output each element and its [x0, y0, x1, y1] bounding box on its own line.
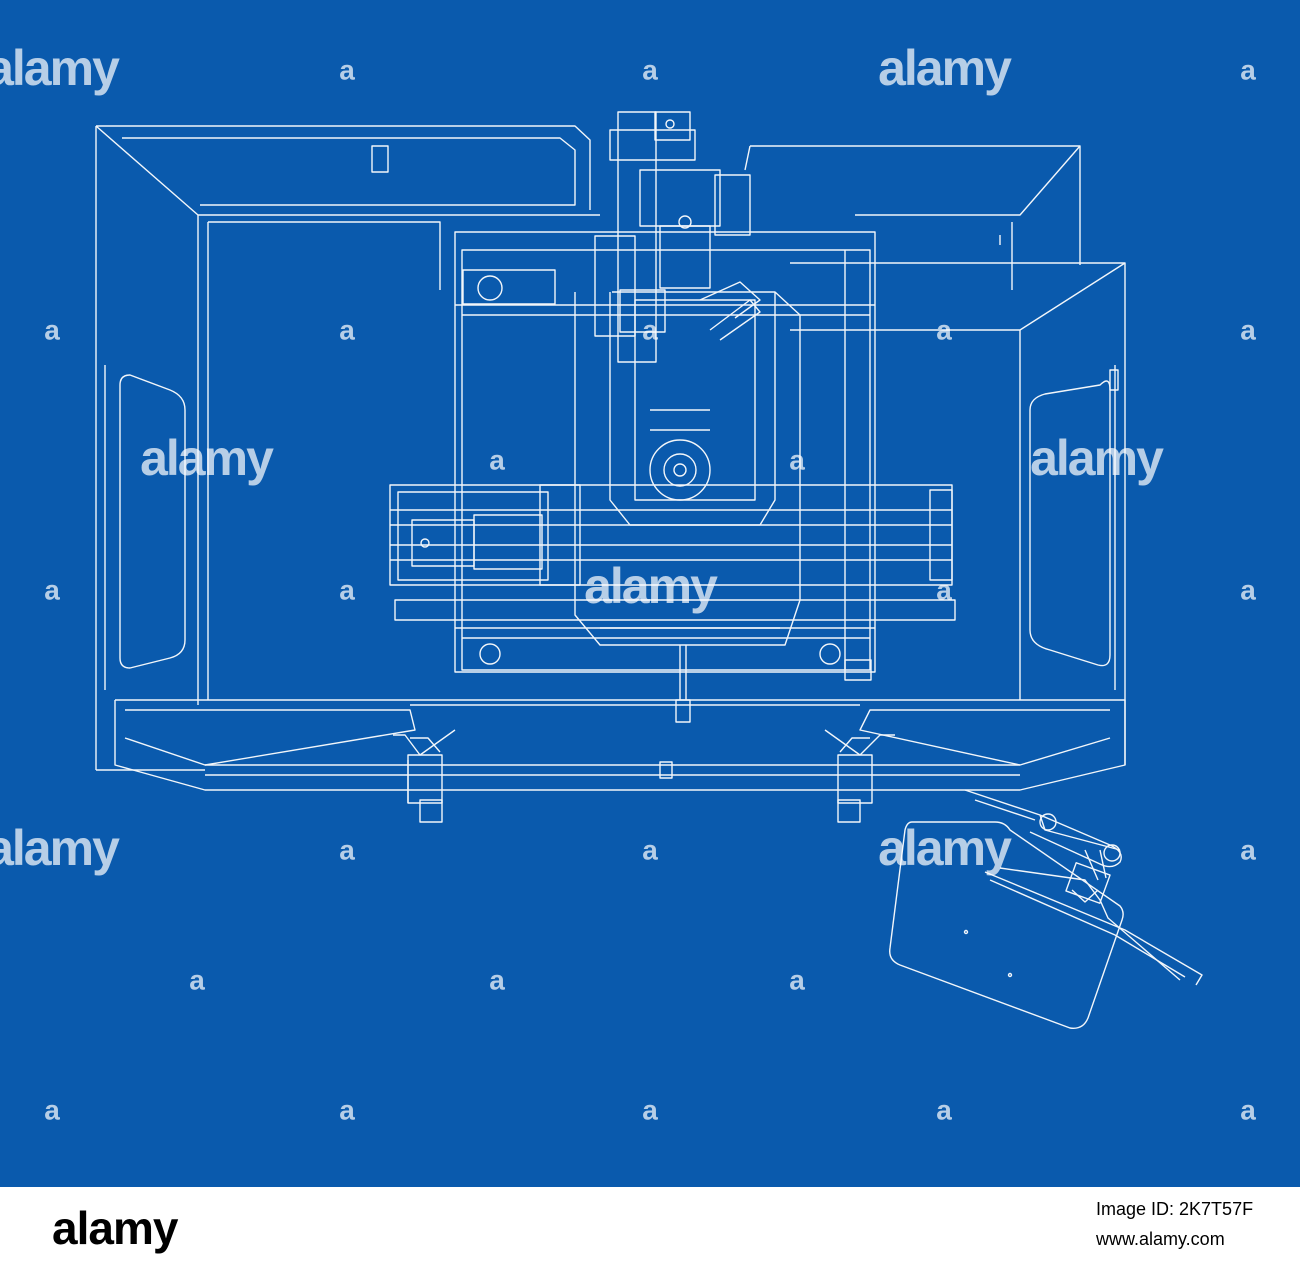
watermark-mark: a: [339, 54, 355, 85]
control-pendant: [889, 789, 1203, 1029]
blueprint-drawing: alamy alamy alamy alamy alamy alamy alamy a a a a a…: [0, 0, 1300, 1187]
watermark-mark: a: [642, 54, 658, 85]
watermark-brand: alamy: [140, 430, 274, 486]
footer-image-id: Image ID: 2K7T57F: [1096, 1199, 1254, 1219]
right-enclosure: [744, 145, 1126, 765]
watermark-brand: alamy: [0, 820, 120, 876]
watermark-mark: a: [1240, 1094, 1256, 1125]
watermark-brand: alamy: [584, 558, 718, 614]
watermark-mark: a: [189, 964, 205, 995]
spindle-head: [574, 111, 801, 723]
watermark-brand: alamy: [878, 820, 1012, 876]
left-leg: [393, 729, 456, 823]
watermark-layer: alamy alamy alamy alamy alamy alamy alamy a a a a a…: [0, 40, 1256, 1125]
watermark-mark: a: [339, 1094, 355, 1125]
worktable: [389, 484, 956, 629]
watermark-mark: a: [936, 574, 952, 605]
watermark-mark: a: [1240, 314, 1256, 345]
blueprint-background: [0, 0, 1300, 1187]
watermark-mark: a: [44, 314, 60, 345]
watermark-mark: a: [642, 1094, 658, 1125]
watermark-mark: a: [1240, 574, 1256, 605]
watermark-brand: alamy: [1030, 430, 1164, 486]
watermark-mark: a: [1240, 834, 1256, 865]
footer-url[interactable]: www.alamy.com: [1096, 1229, 1225, 1249]
watermark-mark: a: [642, 834, 658, 865]
footer-bar: alamy Image ID: 2K7T57F www.alamy.com: [0, 1187, 1300, 1277]
footer-brand-logo[interactable]: alamy: [52, 1202, 178, 1254]
cnc-machine-drawing: [95, 111, 1203, 1029]
watermark-mark: a: [789, 444, 805, 475]
watermark-mark: a: [44, 574, 60, 605]
inner-frame: [454, 231, 876, 681]
watermark-mark: a: [936, 1094, 952, 1125]
watermark-brand: alamy: [0, 40, 120, 96]
watermark-mark: a: [339, 574, 355, 605]
watermark-brand: alamy: [878, 40, 1012, 96]
left-enclosure: [95, 125, 600, 771]
watermark-mark: a: [936, 314, 952, 345]
watermark-mark: a: [339, 834, 355, 865]
right-leg: [824, 729, 895, 823]
machine-base: [114, 699, 1126, 791]
watermark-mark: a: [489, 964, 505, 995]
watermark-mark: a: [489, 444, 505, 475]
watermark-mark: a: [1240, 54, 1256, 85]
watermark-mark: a: [642, 314, 658, 345]
watermark-mark: a: [789, 964, 805, 995]
watermark-mark: a: [339, 314, 355, 345]
watermark-mark: a: [44, 1094, 60, 1125]
